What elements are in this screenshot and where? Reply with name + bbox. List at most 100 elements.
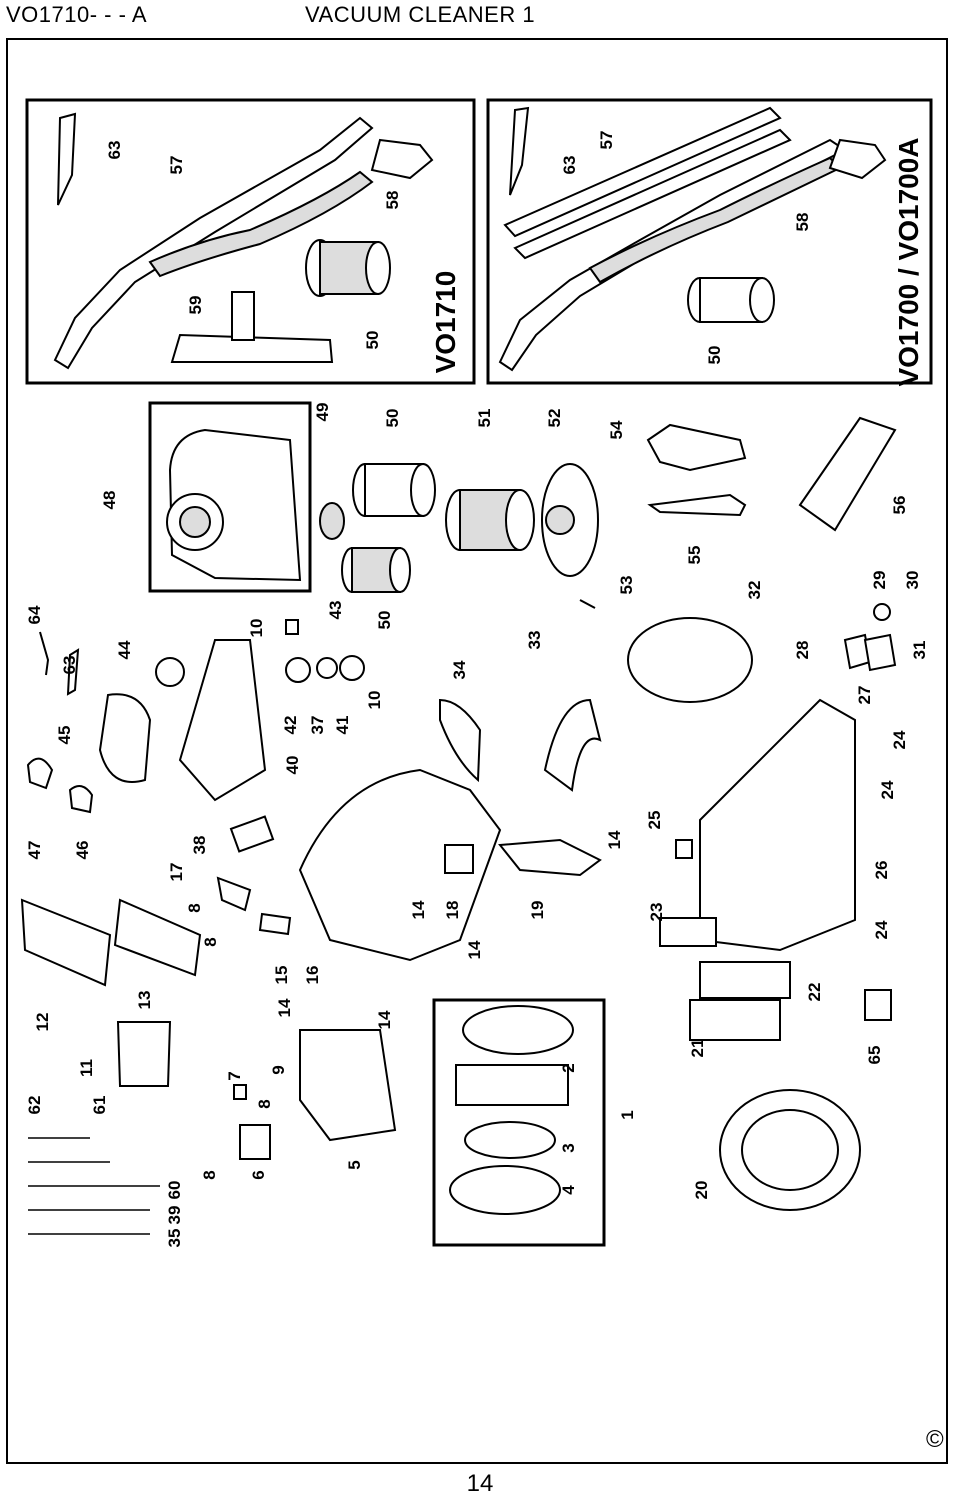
handle-45 (98, 693, 152, 783)
callout-6: 6 (249, 1170, 268, 1179)
dust-bin-48 (166, 428, 302, 582)
callout-34: 34 (450, 660, 469, 679)
callout-21: 21 (688, 1039, 707, 1058)
callout-50: 50 (363, 331, 382, 350)
callout-47: 47 (25, 841, 44, 860)
callout-13: 13 (135, 991, 154, 1010)
tube-hose-vo1700 (498, 106, 887, 372)
callout-11: 11 (77, 1059, 96, 1077)
filter-50-vo1700 (687, 277, 775, 323)
callout-14: 14 (409, 900, 428, 919)
clip-64 (39, 631, 50, 676)
vo1700-accessory-box (486, 98, 933, 385)
tag-63 (66, 648, 80, 696)
filter-50-small (341, 547, 411, 593)
cord-reel-32 (627, 617, 753, 703)
callout-8: 8 (200, 1170, 219, 1179)
callout-24: 24 (872, 920, 891, 939)
cartridge-filter-51 (445, 489, 535, 551)
callout-55: 55 (685, 546, 704, 565)
callout-7: 7 (225, 1071, 244, 1080)
callout-48: 48 (100, 491, 119, 510)
diagram-frame (6, 38, 948, 1464)
callout-10: 10 (365, 691, 384, 710)
callout-38: 38 (190, 836, 209, 855)
callout-49: 49 (313, 403, 332, 422)
callout-2: 2 (559, 1063, 578, 1072)
handle-33 (543, 698, 602, 792)
callout-3: 3 (559, 1143, 578, 1152)
tool-55 (647, 493, 747, 517)
callout-59: 59 (186, 296, 205, 315)
callout-58: 58 (383, 191, 402, 210)
page-number: 14 (466, 1470, 494, 1497)
filter-50-vo1710 (305, 239, 391, 297)
wheel-52 (541, 463, 599, 577)
callout-61: 61 (90, 1096, 109, 1115)
callout-43: 43 (326, 601, 345, 620)
callout-33: 33 (525, 631, 544, 650)
part-31 (863, 633, 897, 672)
switch-25 (675, 839, 693, 859)
callout-56: 56 (890, 496, 909, 515)
callout-14: 14 (465, 940, 484, 959)
filter-21 (689, 999, 781, 1041)
callout-27: 27 (855, 686, 874, 705)
clip-43 (285, 619, 299, 635)
wheel-46 (68, 785, 94, 814)
ring-42 (285, 657, 311, 683)
callout-20: 20 (692, 1181, 711, 1200)
callout-57: 57 (597, 131, 616, 150)
nozzle-59 (170, 291, 334, 363)
callout-14: 14 (375, 1010, 394, 1029)
callout-10: 10 (247, 619, 266, 638)
callout-45: 45 (55, 726, 74, 745)
pin-53 (579, 599, 596, 609)
callout-31: 31 (910, 641, 929, 660)
bumper-34 (439, 698, 482, 783)
callout-1: 1 (618, 1110, 637, 1119)
callout-16: 16 (303, 966, 322, 985)
part-7 (233, 1084, 247, 1100)
valve-41 (339, 655, 365, 681)
button-17 (216, 876, 252, 912)
knob-29 (873, 603, 891, 621)
callout-5: 5 (345, 1160, 364, 1169)
model-number: VO1710- - - A (6, 2, 148, 27)
callout-25: 25 (645, 811, 664, 830)
latch-44 (155, 657, 185, 687)
switch-5 (299, 1029, 397, 1142)
callout-64: 64 (25, 605, 44, 624)
variant-label-vo1700: VO1700 / VO1700A (893, 137, 924, 386)
callout-9: 9 (269, 1065, 288, 1074)
callout-63: 63 (60, 656, 79, 675)
callout-4: 4 (559, 1185, 578, 1195)
callout-40: 40 (283, 756, 302, 775)
callout-44: 44 (115, 640, 134, 659)
callout-63: 63 (105, 141, 124, 160)
part-23 (659, 917, 717, 947)
callout-60: 60 (165, 1181, 184, 1200)
callout-42: 42 (281, 716, 300, 735)
part-11 (116, 1021, 172, 1087)
callout-50: 50 (375, 611, 394, 630)
wires-35-62 (28, 1137, 160, 1235)
callout-35: 35 (165, 1229, 184, 1248)
callout-8: 8 (185, 903, 204, 912)
callout-65: 65 (865, 1046, 884, 1065)
callout-23: 23 (647, 903, 666, 922)
cover-19 (498, 838, 602, 877)
cylinder-50 (352, 463, 436, 517)
callout-63: 63 (560, 156, 579, 175)
tag-63-vo1710 (57, 112, 77, 206)
callout-24: 24 (878, 780, 897, 799)
label-38 (229, 815, 275, 853)
part-6 (239, 1124, 271, 1160)
vo1710-accessory-box (25, 98, 476, 385)
motor-1 (449, 1005, 574, 1215)
gasket-20-inner (741, 1109, 839, 1191)
bumper-12 (20, 898, 112, 987)
callout-19: 19 (528, 901, 547, 920)
callout-22: 22 (805, 983, 824, 1002)
